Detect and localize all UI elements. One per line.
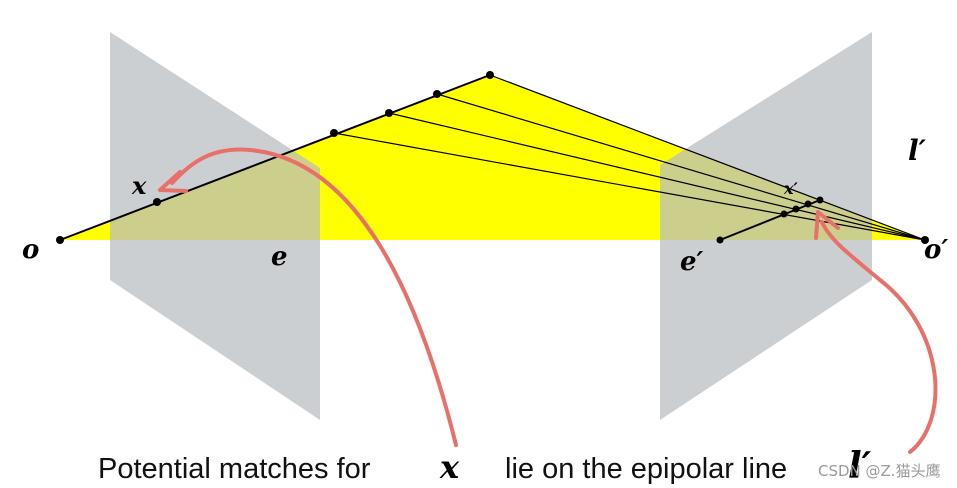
ray-o-prime-to-p2 bbox=[436, 93, 926, 241]
epipolar-line-l-prime bbox=[719, 199, 821, 241]
annotation-arrows bbox=[158, 147, 938, 454]
right-image-plane bbox=[660, 32, 872, 420]
ray-o-to-x bbox=[59, 74, 491, 241]
point-x bbox=[153, 198, 161, 206]
arrow-to-x bbox=[170, 147, 458, 447]
rays-from-o-prime bbox=[333, 74, 926, 241]
candidate-x-prime-2 bbox=[792, 205, 800, 213]
point-3d-4 bbox=[330, 129, 338, 137]
candidate-x-prime-4 bbox=[816, 196, 824, 204]
label-x-prime: x′ bbox=[783, 179, 799, 198]
point-e-prime bbox=[716, 236, 724, 244]
point-3d-3 bbox=[385, 109, 393, 117]
ray-o-prime-to-p3 bbox=[388, 112, 926, 241]
label-o: o bbox=[22, 235, 39, 265]
point-3d-2 bbox=[433, 90, 441, 98]
arrow-to-epipolar-line bbox=[820, 220, 938, 454]
points bbox=[56, 71, 929, 244]
ray-o-prime-to-p4 bbox=[333, 132, 926, 241]
label-l-prime: l′ bbox=[908, 134, 927, 167]
label-o-prime: o′ bbox=[924, 235, 948, 265]
arrow-to-epipolar-line-head bbox=[814, 210, 840, 240]
arrow-to-x-head bbox=[158, 170, 188, 193]
label-e-prime: e′ bbox=[680, 247, 704, 277]
caption-symbol-l-prime: l′ bbox=[848, 445, 872, 487]
caption-prefix: Potential matches for bbox=[98, 453, 371, 485]
point-o bbox=[56, 236, 64, 244]
label-e: e bbox=[271, 242, 288, 272]
watermark: CSDN @Z.猫头鹰 bbox=[818, 462, 941, 480]
ray-o-prime-to-p1 bbox=[489, 74, 926, 241]
point-3d-1 bbox=[486, 71, 494, 79]
caption-suffix: lie on the epipolar line bbox=[505, 453, 787, 485]
caption-symbol-x: x bbox=[439, 448, 460, 486]
label-x: x bbox=[131, 171, 147, 200]
candidate-x-prime-1 bbox=[780, 210, 788, 218]
point-o-prime bbox=[921, 236, 929, 244]
candidate-x-prime-3 bbox=[804, 200, 812, 208]
left-image-plane bbox=[110, 32, 320, 420]
